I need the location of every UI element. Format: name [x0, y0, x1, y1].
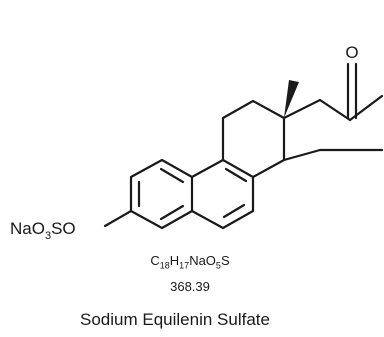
- substituent-prefix: NaO: [10, 219, 45, 238]
- formula-c: C: [150, 253, 160, 268]
- ring-a-double-bond-1: [159, 167, 185, 184]
- formula-nao-count: 5: [215, 260, 221, 271]
- ring-b-double-bond-1: [224, 167, 248, 183]
- ring-d-bonds: [282, 98, 352, 122]
- sulfate-linker-bond: [103, 209, 133, 228]
- substituent-suffix: SO: [51, 219, 76, 238]
- formula-s: S: [220, 253, 230, 268]
- formula-nao: NaO: [189, 253, 216, 268]
- molecular-weight: 368.39: [170, 279, 210, 294]
- ring-b-double-bond-2: [222, 203, 246, 219]
- sulfate-substituent-label: NaO3SO: [10, 219, 76, 242]
- ring-c-bonds: [221, 99, 286, 179]
- ring-d-bond-lower: [282, 148, 322, 162]
- ring-d-bond-upper-right: [348, 94, 384, 122]
- molecular-formula: C18H17NaO5S: [110, 253, 270, 271]
- formula-h: H: [169, 253, 180, 268]
- compound-name: Sodium Equilenin Sulfate: [80, 310, 270, 329]
- formula-c-count: 18: [159, 260, 170, 271]
- substituent-subscript: 3: [45, 230, 51, 242]
- methyl-wedge: [284, 80, 299, 118]
- ring-a-double-bond-2: [159, 204, 185, 221]
- formula-h-count: 17: [179, 260, 190, 271]
- ring-b-bonds: [190, 158, 255, 230]
- oxygen-atom-label: O: [345, 43, 358, 62]
